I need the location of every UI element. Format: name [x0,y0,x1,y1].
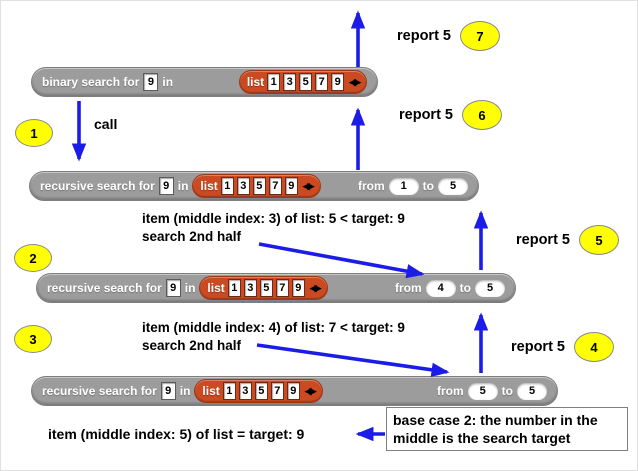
search-2nd-half-arrow-step2 [258,242,425,279]
block-label-from: from [358,179,385,193]
block-label-in: in [184,281,196,295]
step-badge-6: 6 [462,100,502,130]
report-text: report 5 [511,339,565,355]
list-item-input[interactable]: 5 [299,73,313,91]
report-text: report 5 [397,28,451,44]
list-item-input[interactable]: 5 [252,177,266,195]
list-item-input[interactable]: 9 [284,177,298,195]
step-badge-5: 5 [579,225,619,255]
list-item-input[interactable]: 3 [238,382,252,400]
block-label-in: in [179,384,191,398]
block-label-from: from [437,384,464,398]
note-line-2: search 2nd half [142,228,242,244]
list-item-input[interactable]: 7 [315,73,329,91]
block-title: binary search for [42,75,140,89]
step-number: 1 [30,125,38,141]
block-label-to: to [422,179,434,193]
target-input[interactable]: 9 [165,279,181,297]
recursive-search-block-2[interactable]: recursive search for 9 in list 1 3 5 7 9… [36,273,516,303]
block-title: recursive search for [42,384,157,398]
call-label: call [94,116,118,132]
list-label: list [207,281,225,295]
report-label-step5: report 5 5 [516,225,619,255]
block-label-from: from [395,281,422,295]
block-label-in: in [162,75,174,89]
list-item-input[interactable]: 3 [243,279,257,297]
list-resize-arrows-icon[interactable]: ◀▶ [309,282,322,293]
from-slot[interactable]: 4 [425,279,456,297]
from-slot[interactable]: 1 [388,177,419,195]
note-line-1: item (middle index: 4) of list: 7 < targ… [142,320,405,335]
list-item-input[interactable]: 9 [331,73,345,91]
target-input[interactable]: 9 [158,177,174,195]
middle-check-note-2: item (middle index: 4) of list: 7 < targ… [142,319,405,355]
step-badge-3: 3 [14,325,52,353]
step-badge-7: 7 [460,21,500,51]
list-item-input[interactable]: 7 [270,382,284,400]
list-block[interactable]: list 1 3 5 7 9 ◀▶ [194,379,323,403]
from-slot[interactable]: 5 [467,382,498,400]
report-label-step6: report 5 6 [399,100,502,130]
list-item-input[interactable]: 7 [268,177,282,195]
block-label-in: in [177,179,189,193]
block-title: recursive search for [47,281,162,295]
step-badge-2: 2 [14,244,52,272]
report-label-step4: report 5 4 [511,332,614,362]
base-case-callout: base case 2: the number in the middle is… [386,407,628,452]
list-item-input[interactable]: 7 [275,279,289,297]
report-text: report 5 [399,107,453,123]
to-slot[interactable]: 5 [517,382,547,400]
target-input[interactable]: 9 [160,382,176,400]
block-label-to: to [459,281,471,295]
block-title: recursive search for [40,179,155,193]
list-block[interactable]: list 1 3 5 7 9 ◀▶ [238,70,367,94]
recursive-search-block-1[interactable]: recursive search for 9 in list 1 3 5 7 9… [29,171,479,201]
list-item-input[interactable]: 9 [291,279,305,297]
list-resize-arrows-icon[interactable]: ◀▶ [349,76,361,87]
list-item-input[interactable]: 1 [222,382,236,400]
step-number: 2 [29,250,37,266]
base-case-note: item (middle index: 5) of list = target:… [48,426,305,442]
list-block[interactable]: list 1 3 5 7 9 ◀▶ [199,276,328,300]
list-item-input[interactable]: 5 [254,382,268,400]
list-item-input[interactable]: 5 [259,279,273,297]
recursive-search-block-3[interactable]: recursive search for 9 in list 1 3 5 7 9… [31,376,558,406]
list-label: list [202,384,220,398]
list-item-input[interactable]: 1 [267,73,281,91]
list-item-input[interactable]: 1 [227,279,241,297]
list-resize-arrows-icon[interactable]: ◀▶ [304,385,317,396]
report-label-step7: report 5 7 [397,21,500,51]
report-text: report 5 [516,232,570,248]
list-item-input[interactable]: 1 [220,177,234,195]
block-label-to: to [501,384,513,398]
list-resize-arrows-icon[interactable]: ◀▶ [302,180,315,191]
list-item-input[interactable]: 3 [283,73,297,91]
target-input[interactable]: 9 [143,73,159,91]
step-badge-4: 4 [574,332,614,362]
list-item-input[interactable]: 3 [236,177,250,195]
middle-check-note-1: item (middle index: 3) of list: 5 < targ… [142,210,405,246]
note-line-1: item (middle index: 3) of list: 5 < targ… [142,211,405,226]
to-slot[interactable]: 5 [438,177,468,195]
to-slot[interactable]: 5 [475,279,505,297]
list-label: list [200,179,218,193]
binary-search-block[interactable]: binary search for 9 in list 1 3 5 7 9 ◀▶ [31,67,378,97]
list-block[interactable]: list 1 3 5 7 9 ◀▶ [192,174,321,198]
list-label: list [246,75,265,89]
step-badge-1: 1 [15,119,53,147]
list-item-input[interactable]: 9 [286,382,300,400]
step-number: 3 [29,331,37,347]
note-line-2: search 2nd half [142,337,242,353]
